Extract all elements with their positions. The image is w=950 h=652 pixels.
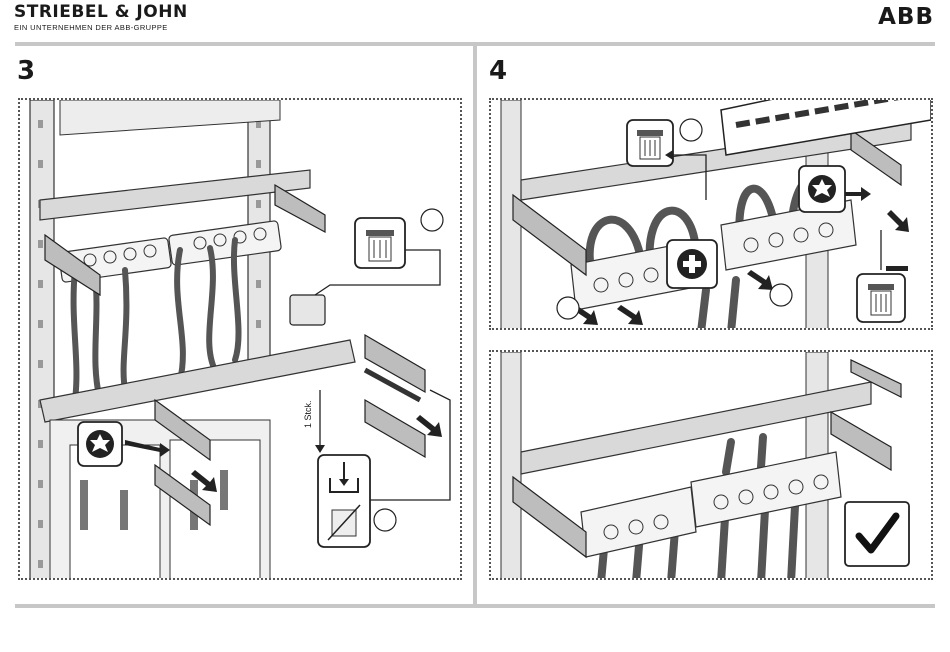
step-number-3: 3 [17, 56, 35, 86]
step-3-illustration: 1 Stck. [18, 98, 462, 580]
brand-header: STRIEBEL & JOHN EIN UNTERNEHMEN DER ABB-… [14, 2, 188, 32]
bottom-divider [15, 604, 935, 608]
abb-logo: ABB [878, 4, 934, 30]
step-4-illustration-result [489, 350, 933, 580]
center-divider [473, 44, 477, 606]
step-4-illustration-remove [489, 98, 933, 330]
brand-subtitle: EIN UNTERNEHMEN DER ABB-GRUPPE [14, 23, 188, 32]
quantity-label: 1 Stck. [303, 400, 313, 428]
step-number-4: 4 [489, 56, 507, 86]
brand-name: STRIEBEL & JOHN [14, 2, 188, 22]
